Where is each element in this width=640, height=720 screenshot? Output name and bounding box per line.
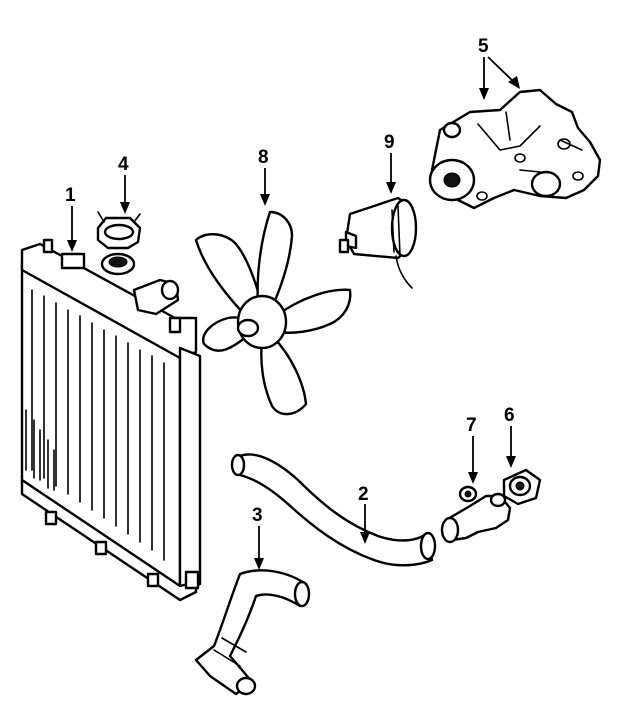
- callout-label-8: 8: [258, 147, 269, 168]
- thermostat: [502, 468, 542, 506]
- callout-3: 3: [252, 505, 264, 570]
- callout-label-4: 4: [118, 154, 129, 175]
- callout-label-2: 2: [358, 484, 369, 505]
- water-pump: [428, 88, 602, 210]
- callout-label-9: 9: [384, 132, 395, 153]
- callout-label-3: 3: [252, 505, 263, 526]
- callout-label-5: 5: [478, 36, 489, 57]
- callout-1: 1: [65, 185, 77, 252]
- thermostat-housing: [440, 485, 512, 544]
- callout-label-6: 6: [504, 405, 515, 426]
- radiator-cap: [96, 211, 142, 250]
- fan-motor: [338, 196, 418, 289]
- callout-label-1: 1: [65, 185, 76, 206]
- callout-5: 5: [478, 36, 520, 100]
- callout-4: 4: [118, 154, 130, 214]
- callout-7: 7: [466, 415, 478, 484]
- callout-9: 9: [384, 132, 396, 194]
- callout-2: 2: [358, 484, 370, 544]
- callout-label-7: 7: [466, 415, 477, 436]
- upper-hose: [230, 453, 437, 567]
- callout-8: 8: [258, 147, 270, 206]
- lower-hose: [194, 569, 311, 696]
- radiator: [20, 238, 202, 602]
- callout-6: 6: [504, 405, 516, 468]
- fan-blade: [194, 210, 352, 416]
